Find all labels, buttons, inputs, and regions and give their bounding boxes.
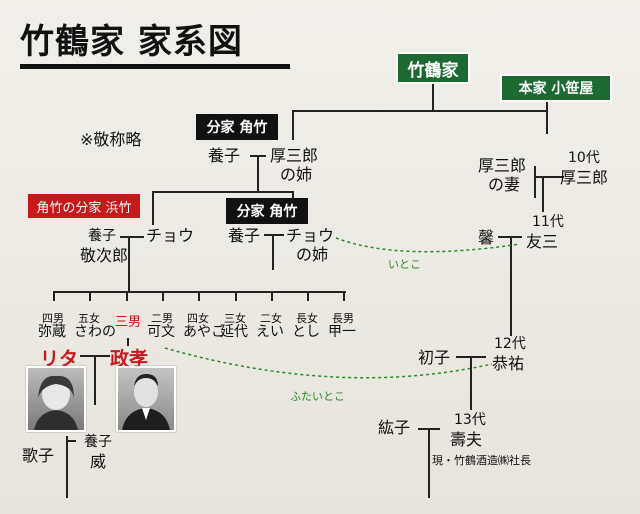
person-cho-sister-suffix: の姉 [296,245,329,264]
gen13-title: 現・竹鶴酒造㈱社長 [432,454,531,467]
hamatake-branch-box: 角竹の分家 浜竹 [28,194,140,218]
tree-line [126,291,128,301]
child-relation-label: 三男 [115,315,142,330]
bunke-kakutake-box-2: 分家 角竹 [226,198,308,224]
marriage-line [264,234,284,236]
page-title: 竹鶴家 家系図 [20,22,243,62]
tree-line [343,291,345,301]
tree-line [307,291,309,301]
tree-line [546,110,548,134]
tree-line [89,291,91,301]
gen10-label: 10代 [568,150,600,166]
marriage-line [120,236,144,238]
tree-line [542,178,544,212]
tree-line [66,436,68,498]
child-relation-label: 五女 [78,312,100,325]
tree-line [53,291,55,301]
person-cho: チョウ [146,226,195,245]
itoko-dashed-line [335,237,521,253]
tree-line [94,355,96,405]
child-relation-label: 三女 [224,312,246,325]
person-kaoru: 馨 [478,228,495,247]
tree-line [198,291,200,301]
person-rita: リタ [40,348,79,370]
marriage-line [66,440,76,442]
person-takeshi: 威 [90,452,107,471]
honorifics-note: ※敬称略 [80,130,142,149]
person-atsusaburo-sister: 厚三郎 [270,146,319,165]
tree-line [128,236,130,292]
child-name: さわの [74,324,116,340]
tree-line [152,191,154,225]
tree-line [292,110,548,112]
child-relation-label: 長女 [296,312,318,325]
child-relation-label: 四男 [42,312,64,325]
marriage-line [534,176,564,178]
tree-line [432,84,434,110]
tree-line [162,291,164,301]
person-atsusaburo-sister-suffix: の姉 [280,165,313,184]
tree-line [235,291,237,301]
person-atsusaburo-wife: 厚三郎 [478,156,527,175]
title-underline [20,64,290,69]
person-utako: 歌子 [22,446,55,465]
gen12-label: 12代 [494,336,526,352]
person-masataka: 政孝 [110,348,149,370]
person-gen10-atsusaburo: 厚三郎 [560,168,609,187]
child-relation-label: 二男 [151,312,173,325]
tree-line [428,428,430,498]
futaitoko-label: ふたいとこ [290,390,345,403]
tree-line [292,110,294,140]
child-relation-label: 二女 [260,312,282,325]
tree-line [546,102,548,110]
itoko-label: いとこ [388,258,421,271]
person-gen11-tomozo: 友三 [526,232,559,251]
tree-line [272,234,274,270]
gen13-label: 13代 [454,412,486,428]
child-relation-label: 長男 [332,312,354,325]
child-name: 延代 [220,324,248,340]
child-relation-label: 四女 [187,312,209,325]
child-name: 甲一 [328,324,356,340]
masataka-portrait-photo [116,366,176,432]
person-hatsuko: 初子 [418,348,451,367]
bunke-kakutake-box: 分家 角竹 [196,114,278,140]
child-name: 弥蔵 [38,324,66,340]
rita-portrait-photo [26,366,86,432]
person-atsusaburo-wife-suffix: の妻 [488,175,521,194]
child-name: あやこ [183,324,225,340]
person-yoshi-2: 養子 [228,226,261,245]
person-yoshi-takeshi-label: 養子 [84,434,112,450]
tree-line [152,191,294,193]
tree-line [54,291,346,293]
tree-line [510,236,512,336]
person-gen13-hisao: 壽夫 [450,430,483,449]
tree-line [534,166,536,198]
person-yoshi-keijiro-label: 養子 [88,228,116,244]
child-name: えい [256,324,284,340]
person-yoshi: 養子 [208,146,241,165]
gen11-label: 11代 [532,214,564,230]
tree-line [271,291,273,301]
futaitoko-dashed-line [164,347,493,379]
child-name: とし [292,324,320,340]
person-cho-sister: チョウ [286,226,335,245]
person-gen12-kyosuke: 恭祐 [492,354,525,373]
child-name: 可文 [147,324,175,340]
tree-line [257,155,259,191]
tree-line [470,356,472,410]
person-keijiro: 敬次郎 [80,246,129,265]
honke-kozasaya-box: 本家 小笹屋 [500,74,612,102]
takezuru-house-box: 竹鶴家 [396,52,470,84]
tree-line [127,338,129,346]
tree-line [292,191,294,199]
person-kouko: 紘子 [378,418,411,437]
